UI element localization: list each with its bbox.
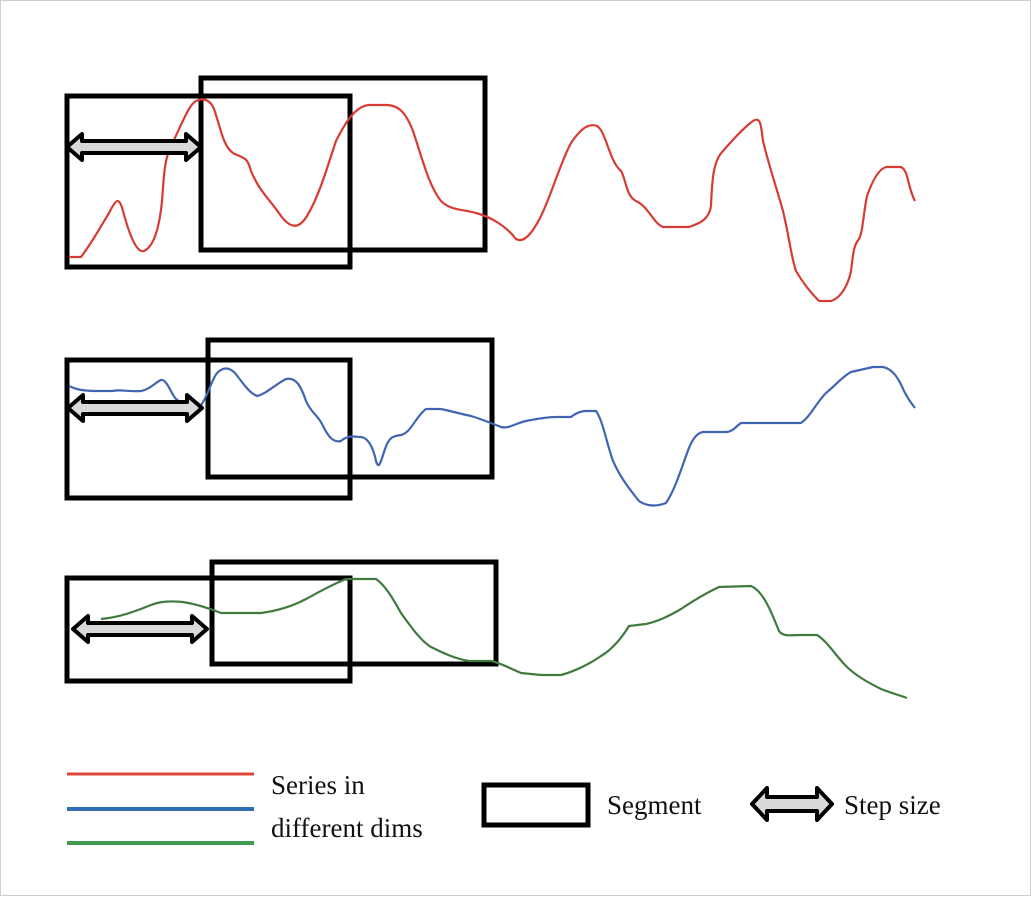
- series-green: [100, 577, 908, 700]
- step-arrow-1: [65, 132, 203, 162]
- segment-box-3a: [64, 575, 353, 684]
- segment-box-1b: [198, 75, 488, 253]
- legend-series-label-line2: different dims: [271, 813, 423, 843]
- legend-segment-label: Segment: [607, 790, 702, 820]
- legend-step-label: Step size: [844, 790, 941, 820]
- series-red: [69, 98, 916, 303]
- step-arrow-2: [66, 393, 204, 423]
- series-blue: [68, 365, 916, 507]
- legend-step-arrow: [750, 786, 834, 822]
- legend-series-label-line1: Series in: [271, 770, 365, 800]
- step-arrow-3: [71, 614, 209, 644]
- legend: Series in different dims Segment Step si…: [67, 770, 941, 845]
- segment-box-2b: [205, 337, 495, 480]
- segment-box-1a: [64, 93, 353, 270]
- legend-segment-box: [481, 782, 591, 828]
- segment-box-3b: [209, 559, 499, 667]
